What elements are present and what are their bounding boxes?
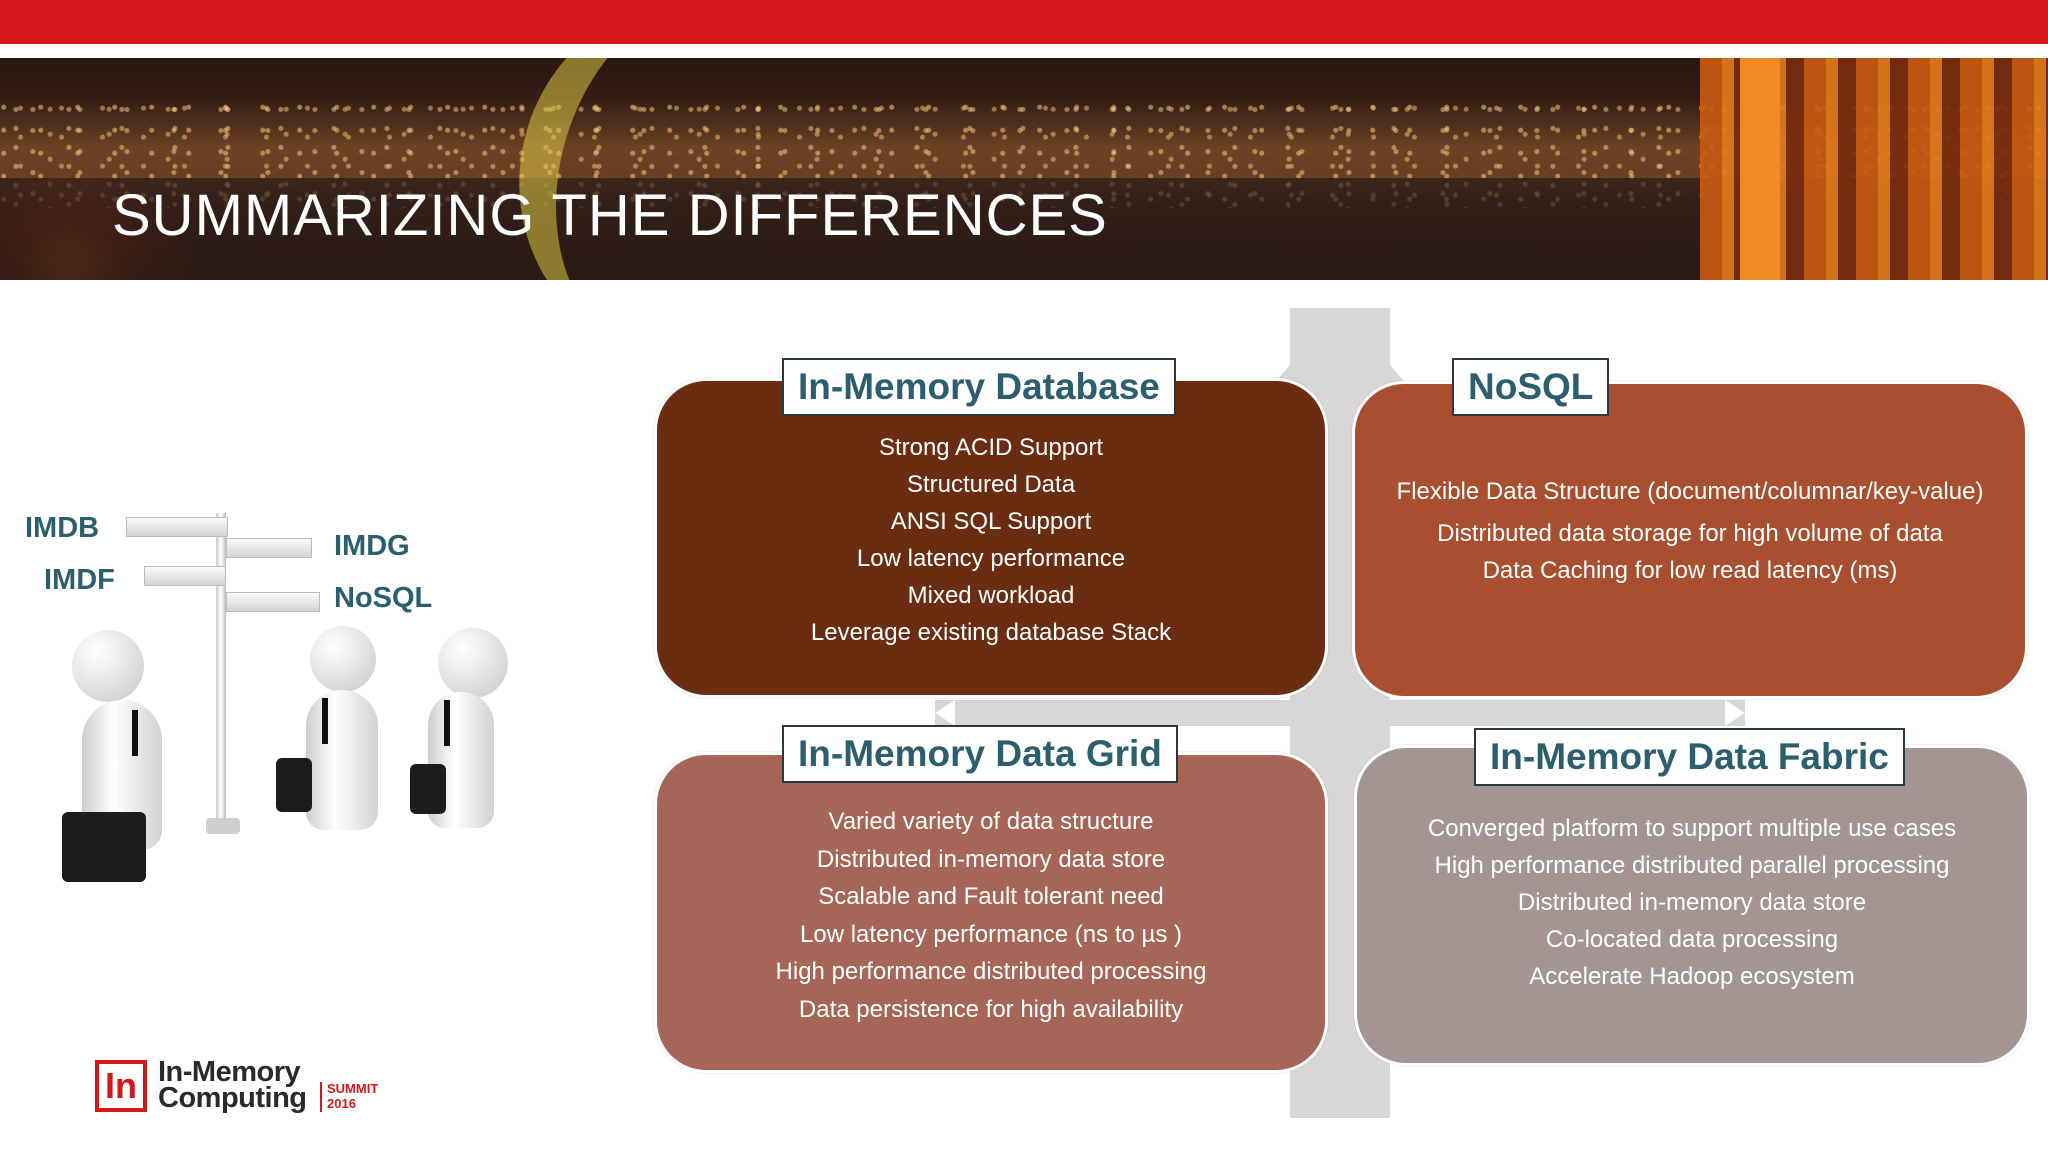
arrow-up-icon [1270, 308, 1410, 388]
list-item: Scalable and Fault tolerant need [818, 883, 1164, 910]
label-imdf: IMDF [44, 564, 115, 596]
logo-text-line2: Computing [158, 1082, 307, 1114]
imdg-feature-list: Varied variety of data structure Distrib… [657, 803, 1325, 1028]
list-item: Distributed in-memory data store [1517, 889, 1867, 916]
person-head [72, 630, 144, 702]
imdb-title: In-Memory Database [782, 358, 1176, 416]
signpost-base [206, 818, 240, 834]
briefcase-icon [410, 764, 446, 814]
person-body [306, 690, 378, 830]
label-imdg: IMDG [334, 530, 410, 562]
quadrant-imdg: Varied variety of data structure Distrib… [654, 752, 1328, 1073]
header-banner-image [0, 58, 2048, 280]
list-item: Data persistence for high availability [798, 995, 1184, 1023]
list-item: Flexible Data Structure (document/column… [1396, 478, 1984, 505]
list-item: Co-located data processing [1545, 926, 1839, 953]
list-item: Leverage existing database Stack [810, 619, 1172, 646]
sign-imdb [126, 517, 228, 537]
list-item: High performance distributed processing [775, 958, 1207, 985]
signpost-pole [216, 513, 226, 823]
logo-year-text: 2016 [327, 1096, 356, 1111]
list-item: Strong ACID Support [878, 434, 1104, 461]
list-item: Low latency performance [856, 545, 1126, 572]
list-item: Data Caching for low read latency (ms) [1482, 557, 1898, 584]
logo-summit-text: SUMMIT [327, 1081, 379, 1096]
list-item: High performance distributed parallel pr… [1434, 852, 1950, 879]
person-tie [322, 698, 328, 744]
logo-divider [320, 1082, 322, 1112]
banner-bridge-tower-highlight [1740, 58, 1780, 280]
page-title: SUMMARIZING THE DIFFERENCES [112, 183, 1108, 248]
quadrant-imdf: Converged platform to support multiple u… [1354, 745, 2030, 1066]
arrow-left-icon [935, 700, 955, 726]
list-item: Distributed in-memory data store [816, 845, 1166, 873]
sign-imdf [144, 566, 226, 586]
briefcase-icon [276, 758, 312, 812]
imdf-title: In-Memory Data Fabric [1474, 728, 1905, 786]
briefcase-icon [62, 812, 146, 882]
list-item: Converged platform to support multiple u… [1427, 815, 1957, 842]
quadrant-nosql: Flexible Data Structure (document/column… [1352, 381, 2028, 699]
imdb-feature-list: Strong ACID Support Structured Data ANSI… [657, 429, 1325, 651]
person-tie [132, 710, 138, 756]
list-item: Accelerate Hadoop ecosystem [1529, 963, 1855, 990]
person-head [438, 628, 508, 698]
list-item: Low latency performance (ns to µs ) [800, 920, 1182, 948]
label-nosql: NoSQL [334, 582, 433, 614]
logo-text-line1: In-Memory [158, 1056, 301, 1088]
imdf-feature-list: Converged platform to support multiple u… [1357, 810, 2027, 995]
sign-imdg [226, 538, 312, 558]
top-accent-bar [0, 0, 2048, 44]
sign-nosql [226, 592, 320, 612]
list-item: Mixed workload [907, 582, 1075, 609]
label-imdb: IMDB [25, 512, 100, 544]
person-head [310, 626, 376, 692]
list-item: Distributed data storage for high volume… [1437, 520, 1943, 547]
quadrant-imdb: Strong ACID Support Structured Data ANSI… [654, 378, 1328, 698]
arrow-right-icon [1725, 700, 1745, 726]
nosql-title: NoSQL [1452, 358, 1610, 416]
in-memory-computing-summit-logo: In In-Memory Computing SUMMIT 2016 [95, 1056, 415, 1116]
list-item: Structured Data [906, 471, 1076, 498]
logo-mark-icon: In [95, 1060, 147, 1112]
cross-arrow-horizontal [935, 700, 1745, 726]
list-item: Varied variety of data structure [828, 808, 1154, 835]
nosql-feature-list: Flexible Data Structure (document/column… [1355, 478, 2025, 589]
imdg-title: In-Memory Data Grid [782, 725, 1178, 783]
list-item: ANSI SQL Support [890, 508, 1092, 535]
person-tie [444, 700, 450, 746]
